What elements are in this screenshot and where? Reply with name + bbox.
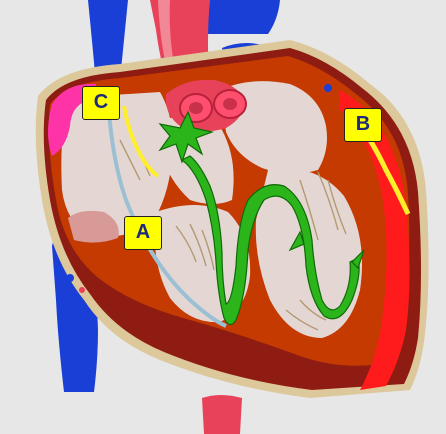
label-a-marker[interactable]: A (124, 216, 162, 250)
aortic-lumen-2 (223, 98, 237, 110)
vessel-dot-1 (66, 274, 74, 282)
vessel-dot-2 (79, 287, 85, 293)
label-b-marker[interactable]: B (344, 108, 382, 142)
pulmonary-artery (206, 0, 280, 34)
vessel-dot-3 (324, 84, 332, 92)
aortic-lumen-1 (189, 102, 203, 114)
descending-aorta (202, 395, 242, 434)
label-c-marker[interactable]: C (82, 86, 120, 120)
